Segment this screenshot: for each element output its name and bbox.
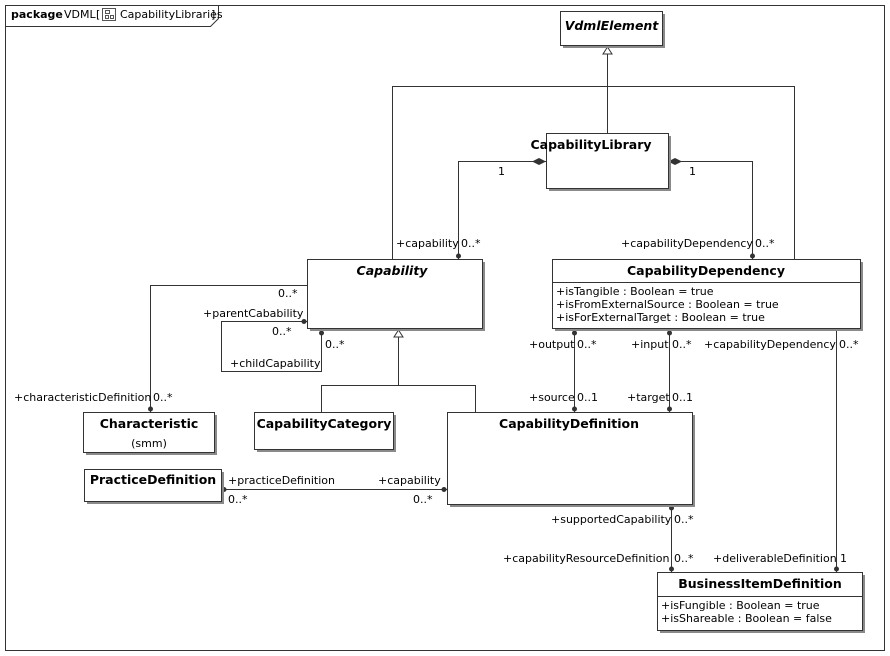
role-label: +capabilityResourceDefinition [503, 552, 669, 565]
role-label: +capability [378, 474, 441, 487]
frame-bracket-open: [ [96, 8, 100, 21]
navigable-end-dot [834, 566, 839, 572]
composition-diamond-left [532, 158, 546, 165]
multiplicity-label: 0..* [325, 338, 345, 351]
frame-bracket-close: ] [211, 8, 215, 21]
navigable-end-dot [572, 406, 577, 412]
navigable-end-dot [572, 330, 577, 336]
class-vdml-element[interactable]: VdmlElement [560, 11, 666, 49]
navigable-end-dot [669, 566, 674, 572]
multiplicity-label: 0..* [755, 237, 775, 250]
class-name: CapabilityLibrary [530, 137, 651, 152]
role-label: +supportedCapability [551, 513, 672, 526]
generalization-branch-line [392, 86, 795, 259]
multiplicity-label: 0..* [278, 287, 298, 300]
class-capability-category[interactable]: CapabilityCategory [254, 412, 397, 453]
multiplicity-label: 0..* [674, 513, 694, 526]
composition-diamond-right [668, 158, 682, 165]
composition-library-dependency [668, 161, 753, 259]
role-label: +practiceDefinition [228, 474, 335, 487]
navigable-end-dot [301, 319, 307, 324]
class-name: VdmlElement [565, 18, 660, 33]
navigable-end-dot [319, 330, 324, 336]
frame-tab [5, 5, 219, 27]
class-characteristic[interactable]: Characteristic (smm) [83, 412, 218, 456]
frame-diagram-name: CapabilityLibraries [120, 8, 223, 21]
multiplicity-label: 0..* [153, 391, 173, 404]
class-business-item-definition[interactable]: BusinessItemDefinition +isFungible : Boo… [657, 572, 866, 634]
class-capability[interactable]: Capability [307, 259, 486, 332]
role-label: +characteristicDefinition [14, 391, 151, 404]
composition-library-capability [458, 161, 546, 259]
diagram-frame [5, 5, 885, 651]
multiplicity-label: 0..1 [672, 391, 693, 404]
attribute: +isShareable : Boolean = false [661, 612, 832, 625]
attribute: +isFungible : Boolean = true [661, 599, 820, 612]
class-name: CapabilityDependency [627, 263, 785, 278]
generalization-arrowhead-vdml [602, 46, 613, 55]
multiplicity-label: 0..1 [577, 391, 598, 404]
navigable-end-dot [750, 253, 755, 259]
generalization-arrowhead-capability [393, 329, 404, 338]
attribute: +isTangible : Boolean = true [556, 285, 714, 298]
class-capability-dependency[interactable]: CapabilityDependency +isTangible : Boole… [552, 259, 864, 332]
role-label: +output [529, 338, 575, 351]
navigable-end-dot [148, 406, 153, 412]
class-name: CapabilityCategory [257, 416, 392, 431]
role-label: +capabilityDependency [621, 237, 753, 250]
navigable-end-dot [667, 330, 672, 336]
multiplicity-label: 0..* [272, 325, 292, 338]
multiplicity-label: 1 [840, 552, 847, 565]
multiplicity-label: 0..* [839, 338, 859, 351]
class-name: CapabilityDefinition [499, 416, 639, 431]
navigable-end-dot [441, 487, 447, 492]
class-diagram-icon [102, 8, 116, 21]
role-label: +capabilityDependency [704, 338, 836, 351]
navigable-end-dot [456, 253, 461, 259]
role-label: +capability [396, 237, 459, 250]
role-label: +childCapability [230, 357, 321, 370]
multiplicity-label: 0..* [672, 338, 692, 351]
class-name: PracticeDefinition [90, 472, 216, 487]
role-label: +source [529, 391, 575, 404]
association-capability-characteristic [150, 285, 307, 412]
navigable-end-dot [667, 406, 672, 412]
attribute: +isFromExternalSource : Boolean = true [556, 298, 779, 311]
frame-keyword: package [11, 8, 63, 21]
class-name: BusinessItemDefinition [678, 576, 842, 591]
multiplicity-label: 0..* [577, 338, 597, 351]
class-capability-definition[interactable]: CapabilityDefinition [447, 412, 696, 508]
multiplicity-label: 0..* [674, 552, 694, 565]
role-label: +deliverableDefinition [713, 552, 837, 565]
generalization-subclass-line [321, 385, 476, 412]
multiplicity-label: 0..* [228, 493, 248, 506]
role-label: +input [631, 338, 669, 351]
class-name: Characteristic [100, 416, 199, 431]
multiplicity-label: 1 [689, 165, 696, 178]
self-association-capability [221, 321, 322, 372]
multiplicity-label: 0..* [413, 493, 433, 506]
attribute: +isForExternalTarget : Boolean = true [556, 311, 765, 324]
class-name: Capability [357, 263, 429, 278]
role-label: +target [627, 391, 670, 404]
multiplicity-label: 0..* [461, 237, 481, 250]
class-stereotype: (smm) [131, 437, 167, 450]
class-capability-library[interactable]: CapabilityLibrary [530, 133, 671, 192]
class-practice-definition[interactable]: PracticeDefinition [84, 469, 225, 505]
role-label: +parentCabability [203, 307, 304, 320]
frame-package-name: VDML [64, 8, 96, 21]
multiplicity-label: 1 [498, 165, 505, 178]
